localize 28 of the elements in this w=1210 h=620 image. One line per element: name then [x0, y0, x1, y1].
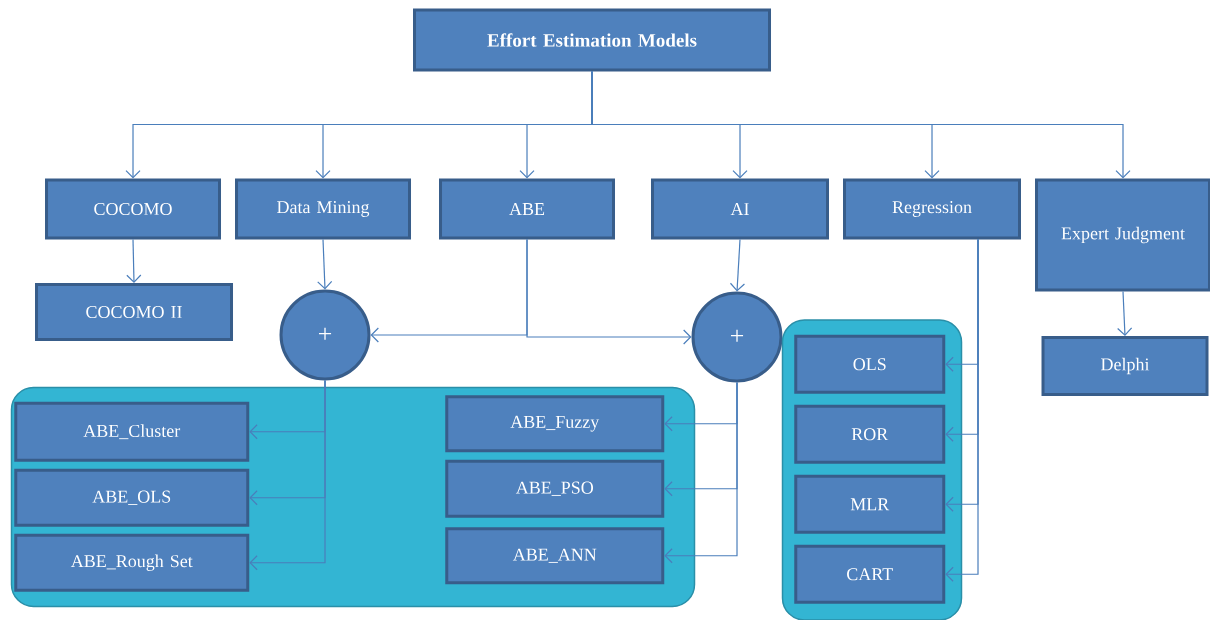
arrow: [1117, 290, 1133, 336]
arrow: [664, 381, 738, 564]
arrow: [591, 70, 1131, 179]
arrow: [126, 238, 142, 283]
arrow: [729, 238, 746, 292]
category-box: ROR: [794, 404, 946, 464]
category-box: ABE_Rough Set: [14, 533, 250, 592]
arrow: [317, 238, 333, 290]
category-box: COCOMO II: [35, 283, 233, 341]
title-box: Effort Estimation Models: [413, 8, 771, 72]
category-box: AI: [651, 178, 829, 240]
arrow: [526, 238, 692, 345]
category-box: ABE_PSO: [445, 459, 665, 518]
category-box: Regression: [843, 178, 1021, 240]
category-box: OLS: [794, 334, 946, 394]
category-box: MLR: [794, 474, 946, 534]
category-box: Data Mining: [235, 178, 411, 240]
category-box: CART: [794, 544, 946, 604]
category-box: Delphi: [1041, 336, 1209, 396]
category-box: ABE: [439, 178, 615, 240]
category-box: ABE_ANN: [445, 527, 665, 585]
arrow: [945, 238, 979, 582]
category-box: ABE_Cluster: [14, 401, 250, 462]
arrow: [249, 379, 326, 571]
category-box: ABE_Fuzzy: [445, 395, 665, 453]
category-box: COCOMO: [45, 178, 221, 240]
category-box: Expert Judgment: [1035, 178, 1210, 292]
category-box: ABE_OLS: [14, 468, 250, 527]
